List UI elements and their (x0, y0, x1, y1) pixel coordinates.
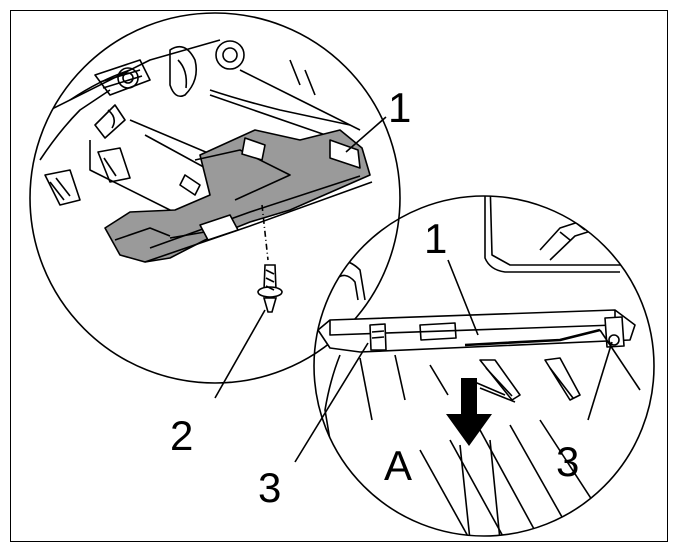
callout-top-1: 1 (388, 84, 411, 131)
clip-fastener (257, 264, 283, 313)
upper-detail-circle (29, 12, 401, 384)
duct-part (104, 129, 371, 263)
leader-lines (214, 116, 613, 463)
leader-hook-right-3 (587, 341, 613, 421)
callout-hook-right-3: 3 (556, 438, 579, 485)
leader-hook-left-3 (294, 342, 369, 463)
direction-arrow (446, 378, 492, 446)
leader-top-1 (345, 116, 387, 153)
upper-detail-view (29, 12, 401, 384)
callout-bottom-1: 1 (424, 215, 447, 262)
callout-direction-a: A (384, 442, 412, 489)
leader-bottom-1 (447, 259, 479, 336)
callout-clip-2: 2 (170, 412, 193, 459)
callout-hook-left-3: 3 (258, 464, 281, 511)
leader-clip-2 (214, 309, 266, 399)
lower-detail-view (313, 195, 655, 537)
lower-detail-circle (313, 195, 655, 537)
